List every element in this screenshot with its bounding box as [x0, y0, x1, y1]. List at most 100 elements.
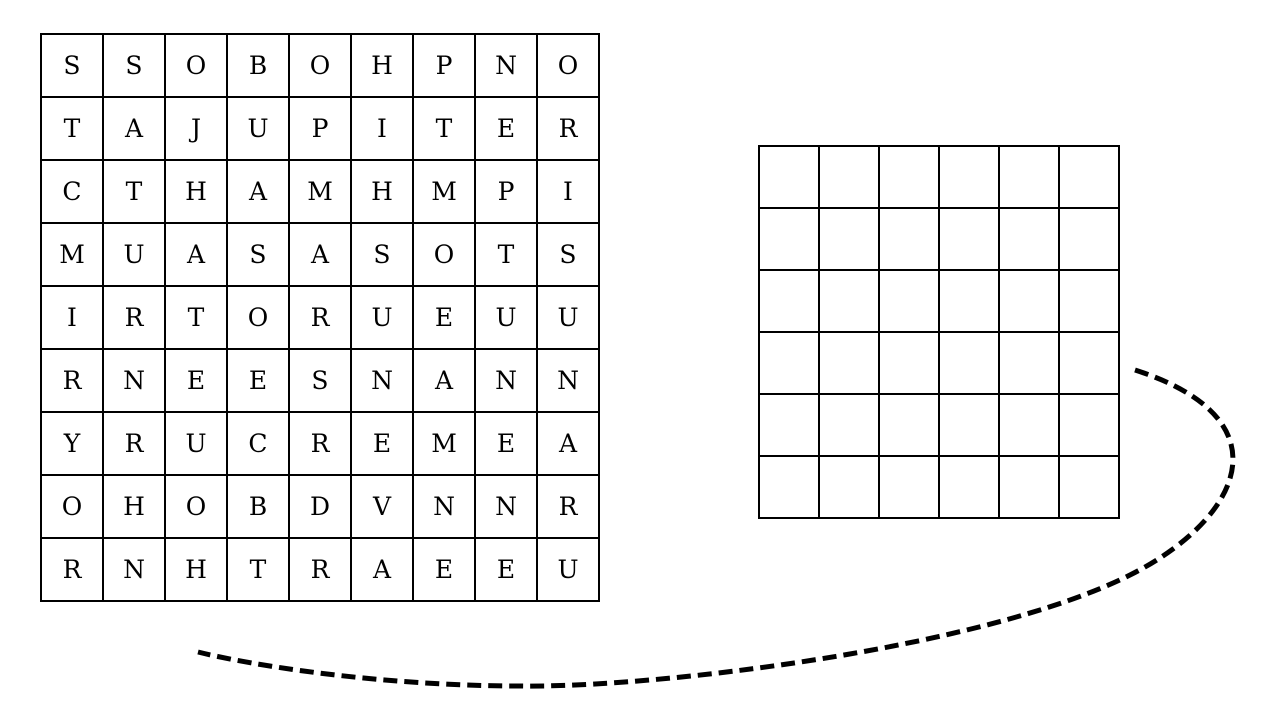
letter-cell[interactable]: E	[164, 348, 228, 413]
answer-cell[interactable]	[938, 145, 1000, 209]
letter-cell[interactable]: U	[536, 285, 600, 350]
letter-cell[interactable]: T	[102, 159, 166, 224]
letter-cell[interactable]: R	[536, 96, 600, 161]
letter-cell[interactable]: A	[288, 222, 352, 287]
letter-cell[interactable]: U	[350, 285, 414, 350]
letter-cell[interactable]: R	[40, 348, 104, 413]
letter-cell[interactable]: N	[350, 348, 414, 413]
letter-cell[interactable]: H	[350, 159, 414, 224]
letter-cell[interactable]: S	[226, 222, 290, 287]
answer-cell[interactable]	[998, 393, 1060, 457]
letter-cell[interactable]: N	[102, 537, 166, 602]
letter-cell[interactable]: M	[412, 411, 476, 476]
letter-cell[interactable]: C	[226, 411, 290, 476]
letter-cell[interactable]: U	[164, 411, 228, 476]
letter-cell[interactable]: R	[102, 411, 166, 476]
answer-cell[interactable]	[998, 455, 1060, 519]
letter-cell[interactable]: N	[474, 348, 538, 413]
answer-cell[interactable]	[998, 331, 1060, 395]
letter-cell[interactable]: S	[102, 33, 166, 98]
answer-cell[interactable]	[1058, 331, 1120, 395]
letter-cell[interactable]: U	[474, 285, 538, 350]
letter-cell[interactable]: E	[474, 96, 538, 161]
letter-cell[interactable]: T	[474, 222, 538, 287]
letter-cell[interactable]: N	[474, 33, 538, 98]
letter-cell[interactable]: T	[226, 537, 290, 602]
answer-cell[interactable]	[1058, 207, 1120, 271]
answer-cell[interactable]	[878, 393, 940, 457]
letter-cell[interactable]: O	[164, 33, 228, 98]
letter-cell[interactable]: S	[288, 348, 352, 413]
answer-cell[interactable]	[1058, 393, 1120, 457]
letter-cell[interactable]: O	[412, 222, 476, 287]
letter-cell[interactable]: V	[350, 474, 414, 539]
letter-cell[interactable]: R	[288, 411, 352, 476]
letter-cell[interactable]: E	[474, 411, 538, 476]
letter-cell[interactable]: E	[412, 537, 476, 602]
letter-cell[interactable]: E	[350, 411, 414, 476]
letter-cell[interactable]: A	[226, 159, 290, 224]
answer-cell[interactable]	[878, 455, 940, 519]
answer-cell[interactable]	[878, 207, 940, 271]
answer-cell[interactable]	[758, 331, 820, 395]
letter-cell[interactable]: E	[412, 285, 476, 350]
answer-cell[interactable]	[758, 145, 820, 209]
letter-cell[interactable]: O	[288, 33, 352, 98]
letter-cell[interactable]: N	[412, 474, 476, 539]
answer-cell[interactable]	[1058, 145, 1120, 209]
letter-cell[interactable]: H	[164, 159, 228, 224]
letter-cell[interactable]: S	[536, 222, 600, 287]
answer-cell[interactable]	[878, 269, 940, 333]
letter-cell[interactable]: P	[412, 33, 476, 98]
letter-cell[interactable]: H	[350, 33, 414, 98]
answer-cell[interactable]	[758, 393, 820, 457]
letter-cell[interactable]: A	[536, 411, 600, 476]
answer-cell[interactable]	[758, 269, 820, 333]
letter-cell[interactable]: U	[226, 96, 290, 161]
answer-cell[interactable]	[938, 269, 1000, 333]
letter-cell[interactable]: M	[40, 222, 104, 287]
answer-cell[interactable]	[1058, 455, 1120, 519]
letter-cell[interactable]: T	[164, 285, 228, 350]
letter-cell[interactable]: U	[536, 537, 600, 602]
letter-cell[interactable]: S	[350, 222, 414, 287]
letter-cell[interactable]: E	[226, 348, 290, 413]
letter-cell[interactable]: A	[412, 348, 476, 413]
letter-cell[interactable]: A	[350, 537, 414, 602]
letter-cell[interactable]: P	[288, 96, 352, 161]
letter-cell[interactable]: R	[536, 474, 600, 539]
letter-cell[interactable]: O	[536, 33, 600, 98]
letter-cell[interactable]: B	[226, 474, 290, 539]
letter-cell[interactable]: O	[164, 474, 228, 539]
letter-cell[interactable]: I	[536, 159, 600, 224]
letter-cell[interactable]: N	[102, 348, 166, 413]
letter-cell[interactable]: E	[474, 537, 538, 602]
answer-cell[interactable]	[1058, 269, 1120, 333]
letter-cell[interactable]: S	[40, 33, 104, 98]
letter-cell[interactable]: D	[288, 474, 352, 539]
answer-cell[interactable]	[938, 331, 1000, 395]
letter-cell[interactable]: R	[40, 537, 104, 602]
letter-cell[interactable]: U	[102, 222, 166, 287]
letter-cell[interactable]: J	[164, 96, 228, 161]
letter-cell[interactable]: N	[474, 474, 538, 539]
letter-cell[interactable]: T	[412, 96, 476, 161]
answer-cell[interactable]	[938, 393, 1000, 457]
answer-cell[interactable]	[818, 145, 880, 209]
answer-cell[interactable]	[758, 455, 820, 519]
answer-cell[interactable]	[878, 331, 940, 395]
letter-cell[interactable]: N	[536, 348, 600, 413]
answer-cell[interactable]	[818, 455, 880, 519]
letter-cell[interactable]: R	[288, 537, 352, 602]
answer-cell[interactable]	[998, 269, 1060, 333]
letter-cell[interactable]: H	[102, 474, 166, 539]
answer-cell[interactable]	[818, 331, 880, 395]
answer-cell[interactable]	[938, 207, 1000, 271]
letter-cell[interactable]: Y	[40, 411, 104, 476]
letter-cell[interactable]: A	[102, 96, 166, 161]
letter-cell[interactable]: R	[288, 285, 352, 350]
answer-cell[interactable]	[818, 393, 880, 457]
letter-cell[interactable]: A	[164, 222, 228, 287]
answer-cell[interactable]	[878, 145, 940, 209]
letter-cell[interactable]: P	[474, 159, 538, 224]
